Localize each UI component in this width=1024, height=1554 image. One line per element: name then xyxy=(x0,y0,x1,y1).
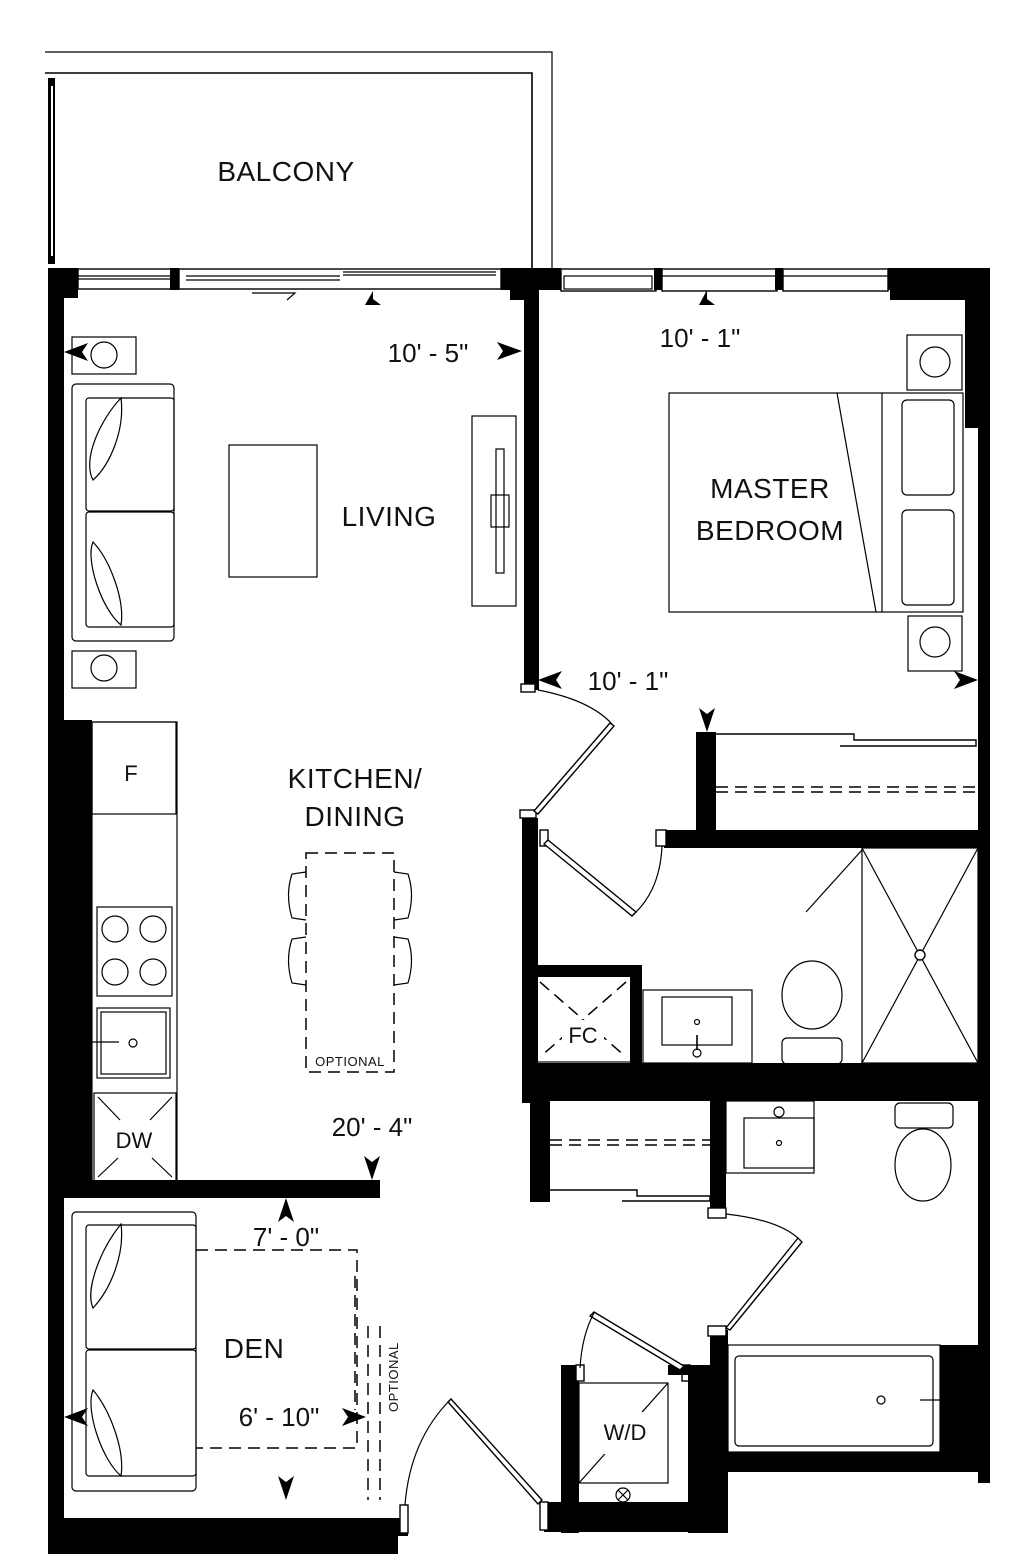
dim-living-kitchen-length: 20' - 4" xyxy=(332,1112,413,1142)
dishwasher xyxy=(93,1092,177,1182)
den-wall-optional-label: OPTIONAL xyxy=(386,1342,401,1412)
tv-console xyxy=(471,415,517,607)
dimensions: 10' - 5" 10' - 1" 10' - 1" 20' - 4" 7' -… xyxy=(64,290,978,1500)
den: DEN OPTIONAL xyxy=(71,1211,401,1500)
nightstand xyxy=(906,334,963,391)
bathtub xyxy=(727,1344,941,1453)
bed xyxy=(668,392,964,613)
dim-bedroom-side: 10' - 1" xyxy=(588,666,669,696)
fridge-label: F xyxy=(124,761,137,786)
den-sofa xyxy=(71,1211,197,1492)
room-label-master-line2: BEDROOM xyxy=(696,515,844,546)
dim-bedroom-top: 10' - 1" xyxy=(660,323,741,353)
room-label-balcony: BALCONY xyxy=(217,156,354,187)
sofa xyxy=(71,383,175,642)
dim-den-width: 6' - 10" xyxy=(239,1402,320,1432)
main-vanity xyxy=(725,1100,815,1174)
doors xyxy=(404,689,863,1506)
fridge xyxy=(91,721,177,815)
toilet xyxy=(781,960,843,1030)
interior-walls xyxy=(48,290,990,1534)
counter xyxy=(91,721,178,1188)
room-label-den: DEN xyxy=(224,1333,285,1364)
dim-den-depth: 7' - 0" xyxy=(253,1222,319,1252)
dim-living-width: 10' - 5" xyxy=(388,338,469,368)
ensuite: FC xyxy=(533,847,979,1065)
vanity xyxy=(642,989,753,1064)
side-table xyxy=(71,336,137,375)
dining-optional-label: OPTIONAL xyxy=(315,1054,385,1069)
main-toilet xyxy=(894,1102,954,1129)
kitchen: F DW KITCHEN/ DINING OPTIONAL xyxy=(91,721,423,1188)
furnace-closet-label: FC xyxy=(568,1023,597,1048)
cooktop xyxy=(96,906,173,997)
coffee-table xyxy=(228,444,318,578)
living-furniture: LIVING xyxy=(71,336,517,689)
washer-dryer xyxy=(578,1382,669,1484)
room-label-living: LIVING xyxy=(342,501,437,532)
dining-table-optional xyxy=(305,852,395,1073)
dishwasher-label: DW xyxy=(116,1128,153,1153)
room-label-kitchen-line2: DINING xyxy=(305,801,406,832)
shower xyxy=(861,847,979,1064)
washer-dryer-label: W/D xyxy=(604,1420,647,1445)
furnace-closet xyxy=(533,975,633,1063)
balcony: BALCONY xyxy=(45,51,553,268)
room-label-master-line1: MASTER xyxy=(710,473,830,504)
bedroom-furniture: MASTER BEDROOM xyxy=(668,334,977,793)
main-bath: W/D xyxy=(550,1100,954,1503)
sink xyxy=(96,1007,171,1079)
room-label-kitchen-line1: KITCHEN/ xyxy=(288,763,423,794)
